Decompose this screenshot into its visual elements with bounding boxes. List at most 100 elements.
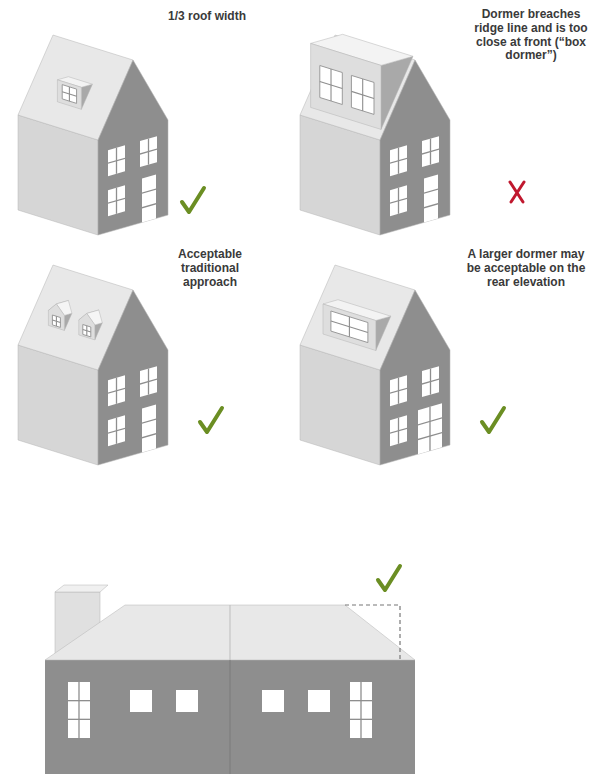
mullion: [422, 379, 439, 384]
window: [140, 366, 157, 397]
mullion: [418, 433, 442, 440]
window: [422, 366, 439, 397]
window: [418, 403, 442, 454]
gable-front: [98, 280, 168, 465]
extension-outline: [345, 605, 400, 660]
mullion: [230, 605, 231, 660]
mullion: [140, 379, 157, 384]
window: [142, 174, 156, 222]
check-mark: [182, 188, 204, 212]
mullion: [52, 320, 60, 323]
mullion: [68, 719, 90, 720]
window: [390, 145, 407, 176]
mullion: [360, 682, 361, 738]
mullion: [78, 682, 79, 738]
mullion: [390, 198, 407, 203]
note-label: Dormer breaches ridge line and is too cl…: [470, 8, 592, 63]
mullion: [230, 660, 231, 774]
dormer-window: [320, 66, 343, 105]
mullion: [108, 428, 125, 433]
window: [108, 375, 125, 406]
mullion: [350, 719, 372, 720]
dormer-window: [83, 325, 91, 337]
window: [390, 185, 407, 216]
dormer-window: [52, 315, 60, 327]
mullion: [418, 418, 442, 425]
dormer-face: [311, 43, 381, 129]
mullion: [390, 428, 407, 433]
window: [108, 145, 125, 176]
mullion: [142, 204, 156, 208]
dormer-face: [48, 304, 64, 331]
mullion: [390, 158, 407, 163]
mullion: [108, 158, 125, 163]
window: [108, 185, 125, 216]
dormer-cheek: [381, 56, 413, 129]
house: [300, 34, 450, 235]
gable-wall: [380, 280, 450, 465]
window: [108, 415, 125, 446]
house: [300, 265, 450, 465]
window: [142, 404, 156, 452]
elevation: [45, 585, 415, 774]
window: [176, 690, 198, 712]
mullion: [142, 189, 156, 193]
dormer-window: [331, 311, 368, 343]
mullion: [83, 329, 91, 332]
window: [350, 682, 372, 738]
dormer-face: [57, 80, 81, 110]
cross-mark: [510, 182, 524, 202]
gable-wall: [98, 50, 168, 235]
hipped-roof: [45, 605, 415, 660]
window: [308, 690, 330, 712]
house: [18, 35, 168, 235]
window: [422, 136, 439, 167]
dormer-cheek: [64, 313, 72, 330]
mullion: [140, 149, 157, 154]
mullion: [62, 92, 76, 97]
wall: [45, 660, 415, 774]
dormer-cheek: [95, 323, 103, 340]
window: [68, 682, 90, 738]
note-label: 1/3 roof width: [167, 10, 247, 24]
gable-front: [380, 50, 450, 235]
window: [262, 690, 284, 712]
mullion: [108, 198, 125, 203]
check-mark: [200, 408, 222, 432]
mullion: [390, 388, 407, 393]
mullion: [422, 149, 439, 154]
note-label: Acceptable traditional approach: [165, 248, 255, 289]
dormer-window: [351, 75, 374, 114]
gable-front: [98, 50, 168, 235]
window: [390, 375, 407, 406]
mullion: [108, 388, 125, 393]
dormer-face: [79, 313, 95, 340]
mullion: [142, 434, 156, 438]
gable-wall: [98, 280, 168, 465]
mullion: [351, 91, 374, 98]
note-label: A larger dormer may be acceptable on the…: [460, 248, 592, 289]
dormer-cheek: [376, 316, 391, 350]
mullion: [320, 81, 343, 88]
mullion: [424, 204, 438, 208]
gable-wall: [380, 50, 450, 235]
check-mark: [482, 408, 504, 432]
house: [18, 265, 168, 465]
dormer-cheek: [81, 84, 92, 109]
dormer-face: [323, 304, 376, 351]
mullion: [424, 189, 438, 193]
gable-front: [380, 280, 450, 465]
dormer-window: [62, 85, 76, 104]
mullion: [350, 700, 372, 701]
window: [130, 690, 152, 712]
mullion: [429, 407, 430, 451]
extension-top: [55, 585, 108, 592]
mullion: [331, 321, 368, 333]
window: [140, 136, 157, 167]
window: [390, 415, 407, 446]
window: [424, 174, 438, 222]
check-mark: [378, 566, 400, 590]
mullion: [142, 419, 156, 423]
